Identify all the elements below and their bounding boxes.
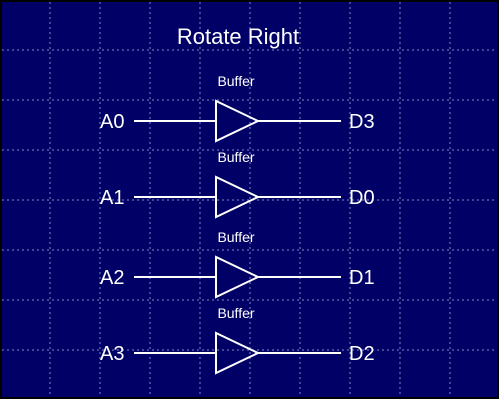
buffer-label: Buffer	[217, 149, 254, 165]
input-label: A2	[100, 267, 124, 289]
input-label: A3	[100, 343, 124, 365]
buffer-label: Buffer	[217, 305, 254, 321]
buffer-gate-icon	[215, 331, 261, 375]
buffer-gate-icon	[215, 255, 261, 299]
buffer-gate-icon	[215, 99, 261, 143]
background-grid	[2, 2, 497, 397]
buffer-label: Buffer	[217, 73, 254, 89]
buffer-gate-icon	[215, 175, 261, 219]
input-label: A0	[100, 111, 124, 133]
output-label: D1	[349, 267, 375, 289]
diagram-title: Rotate Right	[177, 24, 299, 49]
output-label: D0	[349, 187, 375, 209]
buffer-label: Buffer	[217, 229, 254, 245]
input-label: A1	[100, 187, 124, 209]
output-label: D2	[349, 343, 375, 365]
output-label: D3	[349, 111, 375, 133]
